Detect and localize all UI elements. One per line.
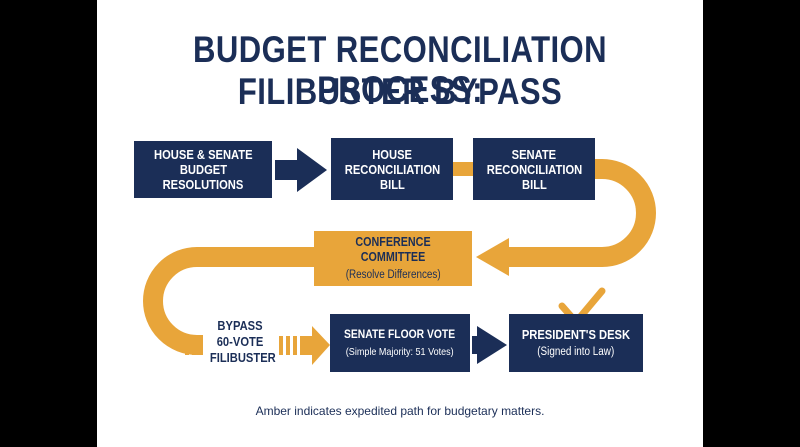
- bypass-line-3: FILIBUSTER: [209, 350, 276, 365]
- step-budget-resolutions-line-2: BUDGET: [179, 162, 227, 177]
- step-senate-floor-vote: SENATE FLOOR VOTE (Simple Majority: 51 V…: [330, 314, 470, 372]
- step-house-bill-line-2: RECONCILIATION: [344, 161, 440, 177]
- step-senate-bill: SENATE RECONCILIATION BILL: [473, 138, 595, 200]
- bypass-line-1: BYPASS: [217, 318, 263, 333]
- slide: BUDGET RECONCILIATION PROCESS: FILIBUSTE…: [97, 0, 703, 447]
- step-conference-title: CONFERENCE COMMITTEE: [355, 235, 431, 264]
- bypass-label: BYPASS 60-VOTE FILIBUSTER: [205, 318, 276, 366]
- step-president-title: PRESIDENT'S DESK: [521, 327, 631, 342]
- step-conference-committee: CONFERENCE COMMITTEE (Resolve Difference…: [314, 231, 472, 286]
- step-president-subtitle: (Signed into Law): [537, 346, 615, 358]
- arrowhead-to-conference: [476, 238, 509, 276]
- step-senate-bill-line-2: RECONCILIATION: [486, 161, 582, 177]
- title-line-1: BUDGET RECONCILIATION PROCESS:: [192, 29, 607, 110]
- arrowhead-to-vote: [312, 326, 330, 365]
- step-senate-bill-line-3: BILL: [521, 176, 547, 192]
- step-house-bill: HOUSE RECONCILIATION BILL: [331, 138, 453, 200]
- bypass-line-2: 60-VOTE: [216, 334, 264, 349]
- curve-senate-to-conference: [507, 159, 656, 267]
- step-budget-resolutions: HOUSE & SENATE BUDGET RESOLUTIONS: [134, 141, 272, 198]
- connector-house-to-senate: [453, 162, 473, 176]
- step-presidents-desk: PRESIDENT'S DESK (Signed into Law): [509, 314, 643, 372]
- step-house-bill-line-3: BILL: [379, 176, 405, 192]
- step-budget-resolutions-line-3: RESOLUTIONS: [162, 177, 244, 192]
- step-budget-resolutions-line-1: HOUSE & SENATE: [153, 147, 253, 162]
- curve-conference-to-vote: [143, 247, 314, 355]
- flow-connectors: [143, 148, 656, 365]
- footnote: Amber indicates expedited path for budge…: [255, 404, 545, 418]
- connector-bypass-to-vote: [300, 336, 314, 355]
- step-senate-bill-line-1: SENATE: [511, 146, 557, 162]
- step-floor-vote-title: SENATE FLOOR VOTE: [344, 327, 456, 341]
- title-line-2: FILIBUSTER BYPASS: [237, 71, 563, 112]
- step-house-bill-line-1: HOUSE: [372, 146, 412, 162]
- bypass-stripes-left: [185, 336, 203, 355]
- arrow-resolutions-to-house: [275, 148, 327, 192]
- bypass-stripes-right: [279, 336, 297, 355]
- arrow-vote-to-president: [472, 326, 507, 364]
- step-conference-subtitle: (Resolve Differences): [345, 269, 441, 281]
- step-floor-vote-subtitle: (Simple Majority: 51 Votes): [346, 346, 454, 358]
